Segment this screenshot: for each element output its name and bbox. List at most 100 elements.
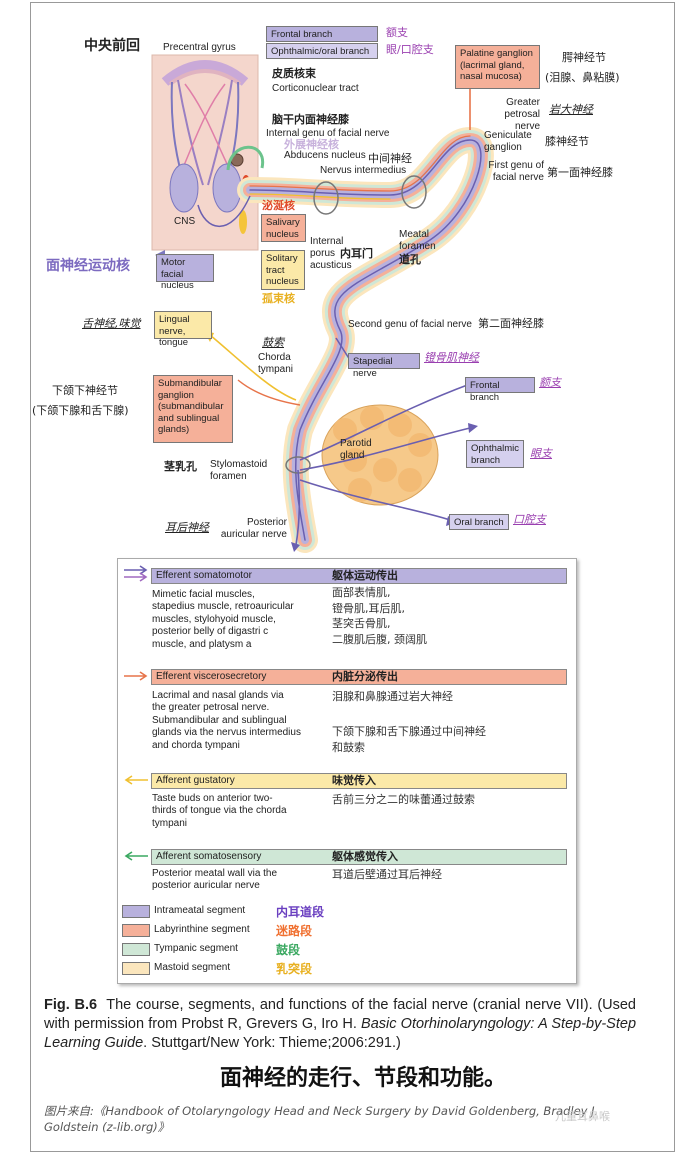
internal-genu-zh: 脑干内面神经膝 [272, 113, 349, 126]
figure-number: Fig. B.6 [44, 997, 98, 1013]
stylomastoid-label: Stylomastoid foramen [210, 459, 268, 482]
afferent-somatosensory-icon [124, 851, 148, 861]
precentral-gyrus-zh: 中央前回 [84, 38, 140, 54]
segment-swatch-tympanic [122, 943, 150, 956]
efferent-visceral-zh: 内脏分泌传出 [332, 670, 398, 683]
submandibular-zh2: (下颌下腺和舌下腺) [32, 404, 129, 417]
internal-genu-label: Internal genu of facial nerve [266, 128, 390, 139]
parotid-gland [321, 404, 439, 506]
cns-label: CNS [174, 216, 196, 227]
posterior-auricular-path [295, 469, 301, 546]
segment-label-intrameatal: Intrameatal segment [154, 905, 246, 916]
stapedial-box: Stapedial nerve [348, 353, 420, 379]
legend-panel: Efferent somatomotor 躯体运动传出 Mimetic faci… [117, 558, 577, 984]
abducens-label: Abducens nucleus [284, 150, 366, 161]
ophthalmic-zh: 眼支 [530, 447, 552, 460]
segment-zh-intrameatal: 内耳道段 [276, 905, 325, 919]
meatal-foramen-label: Meatal foramen [399, 229, 436, 252]
frontal-branch-zh: 额支 [539, 376, 561, 389]
ophthalmic-branch-path [299, 427, 471, 471]
salivary-nucleus-box: Salivary nucleus [261, 214, 306, 242]
ophthalmic-box: Ophthalmic branch [466, 440, 524, 468]
segment-swatch-labyrinthine [122, 924, 150, 937]
afferent-gustatory-label: Afferent gustatory [156, 775, 235, 786]
caption-publisher: . Stuttgart/New York: Thieme;2006:291.) [143, 1035, 401, 1051]
palatine-zh2: (泪腺、鼻粘膜) [545, 71, 620, 84]
afferent-somatosensory-bar: Afferent somatosensory 躯体感觉传入 [151, 849, 567, 865]
frontal-branch-box-top: Frontal branch [266, 26, 378, 42]
stylomastoid-zh: 茎乳孔 [164, 460, 197, 473]
caption-zh: 面神经的走行、节段和功能。 [220, 1066, 507, 1091]
stapedial-path [335, 337, 351, 361]
stapedial-zh: 镫骨肌神经 [424, 351, 479, 364]
visceral-zh1: 泪腺和鼻腺通过岩大神经 [332, 690, 453, 703]
lingual-zh: 舌神经,味觉 [82, 317, 141, 330]
afferent-somatosensory-label: Afferent somatosensory [156, 851, 262, 862]
frontal-branch-box: Frontal branch [465, 377, 535, 403]
posterior-auricular-label: Posterior auricular nerve [220, 517, 287, 540]
ophthalmic-oral-box: Ophthalmic/oral branch [266, 43, 378, 59]
gustatory-zh: 舌前三分之二的味蕾通过鼓索 [332, 793, 475, 806]
motor-nucleus-zh: 面神经运动核 [46, 258, 130, 274]
efferent-visceral-bar: Efferent viscerosecretory 内脏分泌传出 [151, 669, 567, 685]
segment-swatch-mastoid [122, 962, 150, 975]
frontal-branch-path [299, 383, 471, 461]
first-genu-label: First genu of facial nerve [488, 160, 544, 183]
lingual-box: Lingual nerve, tongue [154, 311, 212, 348]
page-frame [30, 2, 675, 1152]
efferent-somatomotor-label: Efferent somatomotor [156, 570, 252, 581]
parotid-label: Parotid gland [340, 438, 372, 461]
segment-label-tympanic: Tympanic segment [154, 943, 238, 954]
segment-zh-labyrinthine: 迷路段 [276, 924, 313, 938]
segment-label-labyrinthine: Labyrinthine segment [154, 924, 250, 935]
palatine-zh: 腭神经节 [562, 51, 606, 64]
motor-nucleus-left [169, 163, 199, 213]
abducens-zh: 外展神经核 [284, 138, 339, 151]
solitary-zh: 孤束核 [262, 292, 295, 305]
geniculate-label: Geniculate ganglion [484, 130, 532, 153]
figure-caption: Fig. B.6 The course, segments, and funct… [44, 996, 636, 1053]
internal-porus-zh: 内耳门 [340, 247, 373, 260]
watermark: 儿童耳鼻喉 [555, 1110, 610, 1123]
internal-porus-label: Internal porus acusticus [310, 236, 352, 271]
solitary-nucleus [239, 210, 247, 234]
efferent-somatomotor-icon [124, 565, 148, 582]
oral-branch-zh: 口腔支 [513, 513, 546, 526]
meatal-foramen-zh: 道孔 [399, 253, 421, 266]
segment-label-mastoid: Mastoid segment [154, 962, 231, 973]
afferent-gustatory-bar: Afferent gustatory 味觉传入 [151, 773, 567, 789]
motor-nucleus-box: Motor facial nucleus [156, 254, 214, 291]
precentral-gyrus [161, 60, 249, 86]
efferent-visceral-icon [124, 671, 148, 681]
image-source: 图片来自:《Handbook of Otolaryngology Head an… [44, 1104, 599, 1134]
corticonuclear-label: Corticonuclear tract [272, 83, 359, 94]
intermedius-label: Nervus intermedius [320, 165, 407, 176]
visceral-zh2: 下颌下腺和舌下腺通过中间神经和鼓索 [332, 725, 486, 754]
afferent-gustatory-icon [124, 775, 148, 785]
intermedius-zh: 中间神经 [368, 152, 412, 165]
solitary-nucleus-box: Solitary tract nucleus [261, 250, 305, 290]
motor-nucleus-right [212, 163, 242, 213]
first-genu-zh: 第一面神经膝 [547, 166, 613, 179]
efferent-somatomotor-zh: 躯体运动传出 [332, 569, 398, 582]
submandibular-box: Submandibular ganglion (submandibular an… [153, 375, 233, 443]
corticonuclear-tract [177, 79, 204, 186]
corticonuclear-zh: 皮质核束 [272, 67, 316, 80]
efferent-visceral-label: Efferent viscerosecretory [156, 671, 267, 682]
gustatory-text: Taste buds on anterior two-thirds of ton… [152, 793, 287, 829]
somatosensory-zh: 耳道后壁通过耳后神经 [332, 868, 442, 881]
posterior-auricular-zh: 耳后神经 [165, 521, 209, 534]
segment-zh-mastoid: 乳突段 [276, 962, 313, 976]
afferent-somatosensory-zh: 躯体感觉传入 [332, 850, 398, 863]
frontal-branch-zh-top: 额支 [386, 26, 408, 39]
afferent-gustatory-zh: 味觉传入 [332, 774, 376, 787]
segment-swatch-intrameatal [122, 905, 150, 918]
facial-nerve-diagram [151, 54, 494, 553]
efferent-somatomotor-bar: Efferent somatomotor 躯体运动传出 [151, 568, 567, 584]
greater-petrosal-label: Greater petrosal nerve [504, 97, 540, 132]
palatine-ganglion-box: Palatine ganglion (lacrimal gland, nasal… [455, 45, 540, 89]
internal-porus-ring [313, 181, 339, 215]
greater-petrosal-zh: 岩大神经 [549, 103, 593, 116]
precentral-gyrus-label: Precentral gyrus [163, 42, 236, 53]
